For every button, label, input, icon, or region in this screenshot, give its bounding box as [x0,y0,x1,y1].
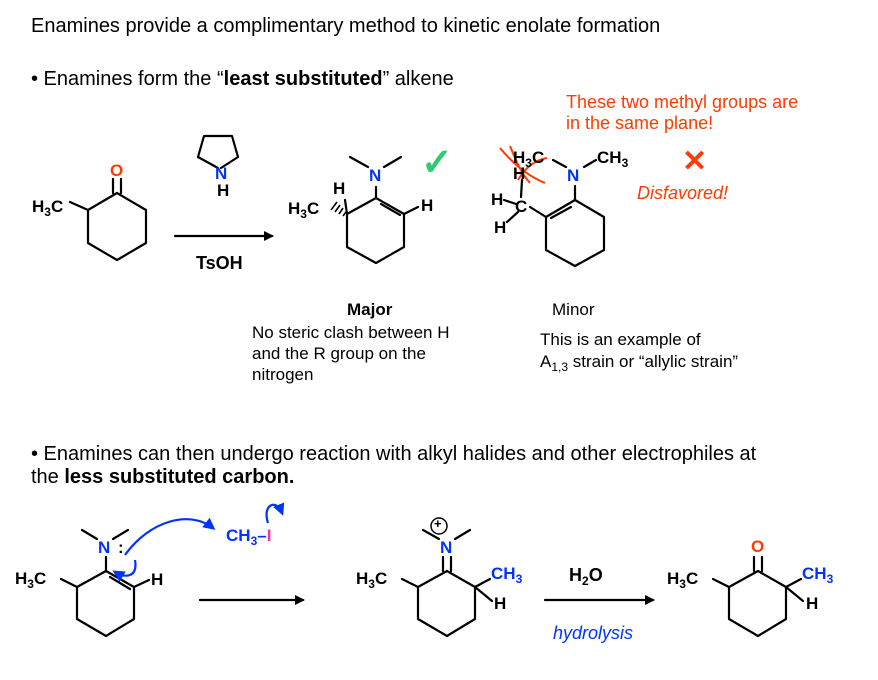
enamine-lone-pair: : [118,538,124,557]
dimethylcyclohexanone-structure [711,555,805,638]
annotation-line2: in the same plane! [566,113,714,133]
product-left-methyl-label: H3C [667,570,698,593]
major-vinyl-h-label: H [421,196,434,215]
annotation-line1: These two methyl groups are [566,92,799,112]
iminium-new-methyl-label: CH3 [491,565,522,588]
enamine-n-label: N [98,538,111,557]
subscript-3: 3 [300,207,307,221]
major-alpha-h-label: H [333,179,346,198]
minor-n-label: N [567,166,580,185]
ketone-methyl-label: H3C [32,198,63,221]
subscript-3: 3 [27,577,34,591]
major-enamine-structure [330,155,420,265]
bullet1-bold: least substituted [223,68,383,90]
water-subscript: 2 [582,574,589,588]
cross-icon: ✕ [682,145,708,178]
disfavored-label: Disfavored! [637,183,729,203]
h-label: H [356,569,369,588]
water-o: O [588,565,603,585]
iminium-plus-charge: + [434,516,442,531]
minor-n-methyl-left-label: H3C [513,149,544,172]
h-label: H [513,148,526,167]
bullet-enamine-alkene: • Enamines form the “least substituted” … [31,68,454,91]
c-label: C [531,148,545,167]
major-n-label: N [369,166,382,185]
ch-label: CH [597,148,622,167]
subscript-3: 3 [368,577,375,591]
minor-line2-rest: strain or “allylic strain” [568,352,739,371]
bullet2-bold: less substituted carbon. [64,466,295,488]
hydrolysis-label: hydrolysis [553,623,634,643]
minor-h-left-label: H [491,190,504,209]
iminium-n-label: N [440,538,453,557]
subscript-3: 3 [621,156,629,170]
h-label: H [32,197,45,216]
bullet-enamine-alkylation: • Enamines can then undergo reaction wit… [31,443,757,465]
pyrrolidine-structure [196,134,240,170]
enamine-alkylation-structure [59,502,285,638]
c-label: C [374,569,388,588]
ch-label: CH [226,526,251,545]
h-label: H [15,569,28,588]
methyl-iodide-label: CH3–I [226,527,271,550]
a13-symbol: A [540,352,552,371]
bullet1-prefix: • Enamines form the “ [31,68,224,90]
minor-ch2-c-label: C [515,197,528,216]
subscript-3: 3 [250,534,258,548]
enamine-vinyl-h-label: H [151,570,164,589]
reagent-tsoh: TsOH [196,253,243,273]
h-label: H [288,199,301,218]
a13-subscript: 1,3 [551,360,569,374]
c-label: C [50,197,64,216]
minor-n-methyl-right-label: CH3 [597,149,628,172]
minor-line1: This is an example of [540,330,701,349]
ketone-oxygen-label: O [110,161,124,180]
ch-label: CH [491,564,516,583]
c-label: C [685,569,699,588]
subscript-3: 3 [826,572,834,586]
ch-label: CH [802,564,827,583]
page-title: Enamines provide a complimentary method … [31,15,661,37]
minor-line2: A1,3 strain or “allylic strain” [540,352,738,374]
reagent-water: H2O [569,565,603,588]
bullet2-prefix: the [31,466,65,488]
iminium-structure [400,517,494,638]
enamine-methyl-label: H3C [15,570,46,593]
product-h-label: H [806,594,819,613]
minor-enamine-structure [499,145,606,268]
c-label: C [306,199,320,218]
check-icon: ✓ [421,142,453,184]
iodine-label: I [266,526,272,545]
bullet1-suffix: ” alkene [382,68,454,90]
subscript-3: 3 [679,577,686,591]
subscript-3: 3 [44,205,51,219]
h-label: H [667,569,680,588]
major-line2: and the R group on the [252,344,426,363]
major-heading: Major [347,300,393,319]
minor-heading: Minor [552,300,595,319]
major-methyl-label: H3C [288,200,319,223]
methylcyclohexanone-structure [68,177,148,262]
minor-h-upper-label: H [513,164,526,183]
bullet-enamine-alkylation-line2: the less substituted carbon. [31,466,294,489]
iminium-ring-methyl-label: H3C [356,570,387,593]
iminium-h-label: H [494,594,507,613]
minor-h-lower-label: H [494,218,507,237]
subscript-3: 3 [515,572,523,586]
c-label: C [33,569,47,588]
pyrrolidine-n-label: N [215,164,228,183]
water-h: H [569,565,582,585]
subscript-3: 3 [525,156,532,170]
major-line3: nitrogen [252,365,314,384]
pyrrolidine-h-label: H [217,181,230,200]
bond-dash: – [257,526,267,545]
product-oxygen-label: O [751,537,765,556]
major-line1: No steric clash between H [252,323,450,342]
product-new-methyl-label: CH3 [802,565,833,588]
